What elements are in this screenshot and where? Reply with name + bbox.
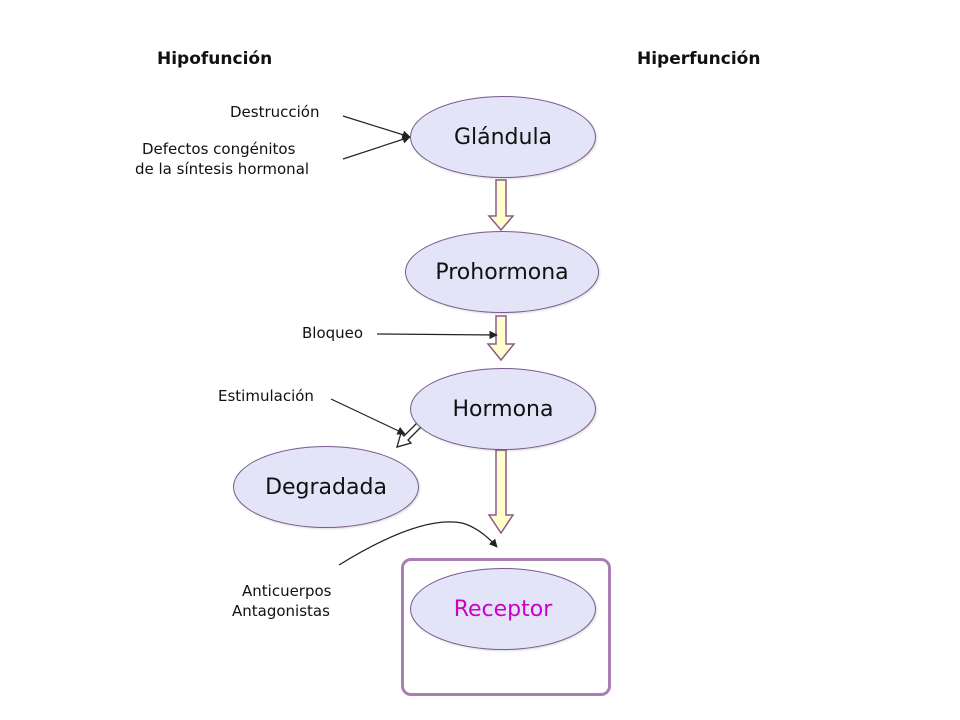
arrow-defectos [342,135,411,160]
label-bloqueo: Bloqueo [302,324,364,342]
flow-arrow-hormona-receptor [487,449,515,535]
label-estimulacion: Estimulación [218,387,314,405]
header-hiperfuncion: Hiperfunción [637,49,761,69]
label-defectos-line2: de la síntesis hormonal [135,160,310,178]
arrow-bloqueo [376,330,498,340]
node-prohormona-text: Prohormona [435,259,569,285]
node-hormona-text: Hormona [452,396,554,422]
node-glandula: Glándula [410,96,596,178]
flow-arrow-hormona-degradada [396,422,422,448]
node-glandula-text: Glándula [453,124,553,150]
label-antagonistas: Antagonistas [232,602,330,620]
arrow-anticuerpos [338,521,498,566]
arrow-estimulacion [330,398,406,435]
flow-arrow-glandula-prohormona [487,179,515,232]
node-receptor-text: Receptor [453,596,553,622]
arrow-destruccion [342,115,411,139]
label-anticuerpos: Anticuerpos [242,582,332,600]
flow-arrow-prohormona-hormona [486,315,516,362]
node-degradada-text: Degradada [265,474,387,500]
label-defectos-line1: Defectos congénitos [142,140,296,158]
node-degradada: Degradada [233,446,419,528]
label-destruccion: Destrucción [230,103,320,121]
node-hormona: Hormona [410,368,596,450]
node-prohormona: Prohormona [405,231,599,313]
node-receptor: Receptor [410,568,596,650]
header-hipofuncion: Hipofunción [157,49,273,69]
